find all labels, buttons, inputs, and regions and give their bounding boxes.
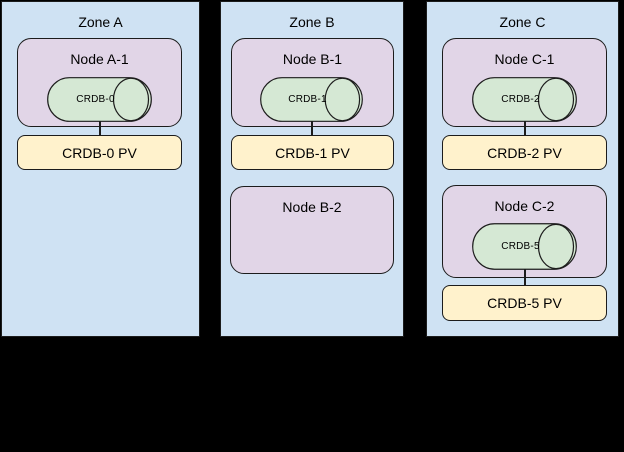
- pv-box-crdb0: CRDB-0 PV: [17, 135, 182, 170]
- node-c2-label: Node C-2: [494, 198, 555, 214]
- database-cylinder-crdb0: CRDB-0: [47, 77, 152, 122]
- database-cylinder-crdb2: CRDB-2: [472, 77, 577, 122]
- crdb2-label: CRDB-2: [501, 94, 540, 105]
- database-cylinder-icon: [260, 77, 363, 122]
- node-c1-label: Node C-1: [494, 51, 555, 67]
- node-b1-label: Node B-1: [282, 51, 343, 67]
- pv-crdb5-label: CRDB-5 PV: [487, 295, 562, 311]
- pv-crdb0-label: CRDB-0 PV: [62, 144, 137, 161]
- database-cylinder-crdb1: CRDB-1: [260, 77, 363, 122]
- zone-a-label: Zone A: [78, 14, 123, 30]
- node-box-b2: Node B-2: [230, 186, 394, 274]
- database-cylinder-icon: [472, 77, 577, 122]
- connector-crdb5-to-pv: [524, 269, 526, 285]
- zone-panel-c: Zone C Node C-1 CRDB-2 CRDB-2 PV Node C-…: [426, 1, 619, 337]
- pv-crdb1-label: CRDB-1 PV: [275, 144, 350, 161]
- zone-panel-b: Zone B Node B-1 CRDB-1 CRDB-1 PV Node B-…: [220, 1, 404, 337]
- database-cylinder-crdb5: CRDB-5: [472, 223, 577, 270]
- zone-panel-a: Zone A Node A-1 CRDB-0 CRDB-0 PV: [1, 1, 200, 337]
- database-cylinder-icon: [47, 77, 152, 122]
- connector-crdb0-to-pv: [99, 121, 101, 136]
- node-a1-label: Node A-1: [70, 51, 129, 67]
- connector-crdb1-to-pv: [311, 121, 313, 136]
- crdb0-label: CRDB-0: [76, 94, 115, 105]
- pv-crdb2-label: CRDB-2 PV: [487, 144, 562, 161]
- pv-box-crdb2: CRDB-2 PV: [442, 135, 607, 170]
- crdb5-label: CRDB-5: [501, 241, 540, 252]
- pv-box-crdb1: CRDB-1 PV: [231, 135, 394, 170]
- zone-b-label: Zone B: [289, 14, 335, 30]
- pv-box-crdb5: CRDB-5 PV: [442, 285, 607, 321]
- node-b2-label: Node B-2: [282, 199, 342, 215]
- zone-c-label: Zone C: [499, 14, 546, 30]
- crdb1-label: CRDB-1: [288, 94, 327, 105]
- connector-crdb2-to-pv: [524, 121, 526, 136]
